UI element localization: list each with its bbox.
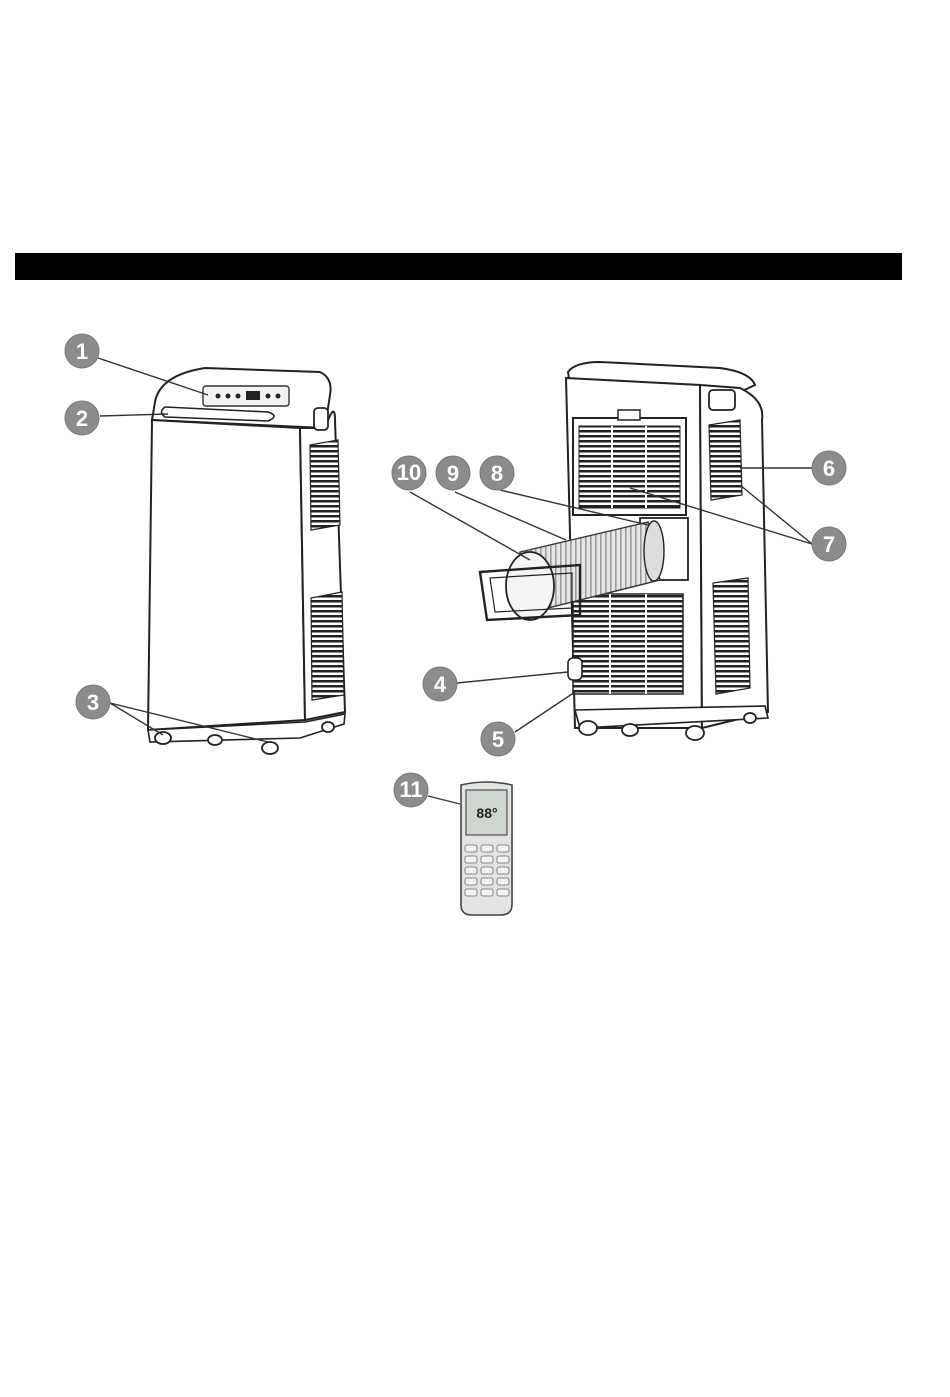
callout-7: 7 [812, 527, 846, 561]
rear-unit-illustration [480, 362, 768, 740]
svg-text:3: 3 [87, 690, 99, 715]
callout-11: 11 [394, 773, 428, 807]
callout-6: 6 [812, 451, 846, 485]
callout-4: 4 [423, 667, 457, 701]
svg-text:6: 6 [823, 456, 835, 481]
callout-10: 10 [392, 456, 426, 490]
callout-5: 5 [481, 722, 515, 756]
remote-control-illustration: 88° [461, 782, 512, 915]
svg-text:1: 1 [76, 339, 88, 364]
svg-text:10: 10 [397, 460, 421, 485]
callout-8: 8 [480, 456, 514, 490]
front-unit-illustration [148, 368, 345, 754]
svg-text:8: 8 [491, 461, 503, 486]
callout-9: 9 [436, 456, 470, 490]
callout-1: 1 [65, 334, 99, 368]
svg-text:4: 4 [434, 672, 447, 697]
svg-text:5: 5 [492, 727, 504, 752]
svg-text:7: 7 [823, 532, 835, 557]
callout-2: 2 [65, 401, 99, 435]
callout-3: 3 [76, 685, 110, 719]
remote-display-readout: 88° [476, 805, 497, 821]
svg-text:2: 2 [76, 406, 88, 431]
svg-text:11: 11 [399, 777, 422, 802]
svg-text:9: 9 [447, 461, 459, 486]
